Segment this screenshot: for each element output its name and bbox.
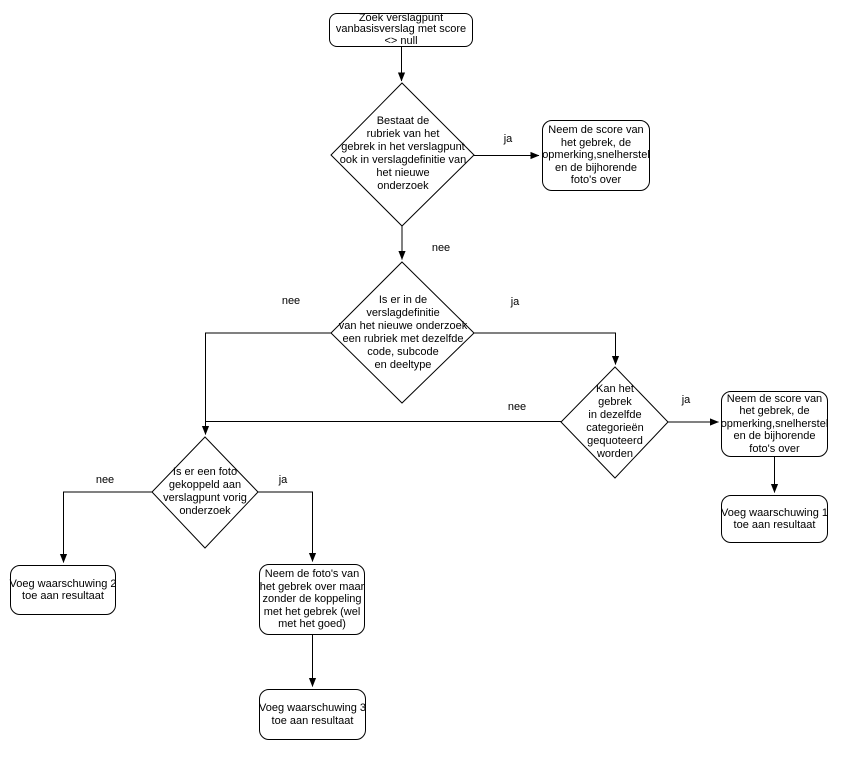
node-score-over-1-label: Neem de score van het gebrek, de opmerki… bbox=[542, 124, 650, 187]
edge-code-ja-to-categorie bbox=[474, 332, 620, 365]
node-foto-over-label: Neem de foto's van het gebrek over maar … bbox=[259, 568, 365, 631]
node-warning-2: Voeg waarschuwing 2 toe aan resultaat bbox=[10, 565, 117, 615]
node-warning-2-label: Voeg waarschuwing 2 toe aan resultaat bbox=[9, 577, 117, 603]
edge-label-foto-nee: nee bbox=[94, 474, 116, 486]
edge-label-categorie-nee: nee bbox=[506, 401, 528, 413]
edge-label-categorie-ja: ja bbox=[680, 394, 692, 406]
edge-foto-ja-to-fotoover bbox=[258, 491, 317, 562]
node-score-over-1: Neem de score van het gebrek, de opmerki… bbox=[542, 120, 650, 191]
edge-label-rubriek-ja: ja bbox=[502, 133, 514, 145]
decision-categorie-shape bbox=[560, 366, 669, 479]
decision-rubriek-shape bbox=[330, 82, 475, 227]
decision-foto-shape bbox=[151, 436, 259, 549]
node-start-label: Zoek verslagpunt vanbasisverslag met sco… bbox=[335, 11, 467, 47]
node-warning-3: Voeg waarschuwing 3 toe aan resultaat bbox=[259, 689, 366, 740]
node-warning-3-label: Voeg waarschuwing 3 toe aan resultaat bbox=[258, 702, 366, 727]
edge-label-foto-ja: ja bbox=[277, 474, 289, 486]
edge-label-code-ja: ja bbox=[509, 296, 521, 308]
edge-code-nee-to-foto bbox=[201, 332, 331, 435]
decision-code-shape bbox=[330, 261, 475, 404]
node-start: Zoek verslagpunt vanbasisverslag met sco… bbox=[329, 12, 473, 47]
node-foto-over: Neem de foto's van het gebrek over maar … bbox=[259, 564, 365, 635]
edge-foto-nee-to-warning2 bbox=[59, 491, 152, 563]
node-score-over-2-label: Neem de score van het gebrek, de opmerki… bbox=[720, 392, 829, 455]
node-score-over-2: Neem de score van het gebrek, de opmerki… bbox=[721, 391, 828, 457]
node-warning-1: Voeg waarschuwing 1 toe aan resultaat bbox=[721, 495, 828, 543]
edge-label-rubriek-nee: nee bbox=[430, 242, 452, 254]
node-warning-1-label: Voeg waarschuwing 1 toe aan resultaat bbox=[720, 506, 828, 532]
edge-label-code-nee: nee bbox=[280, 295, 302, 307]
